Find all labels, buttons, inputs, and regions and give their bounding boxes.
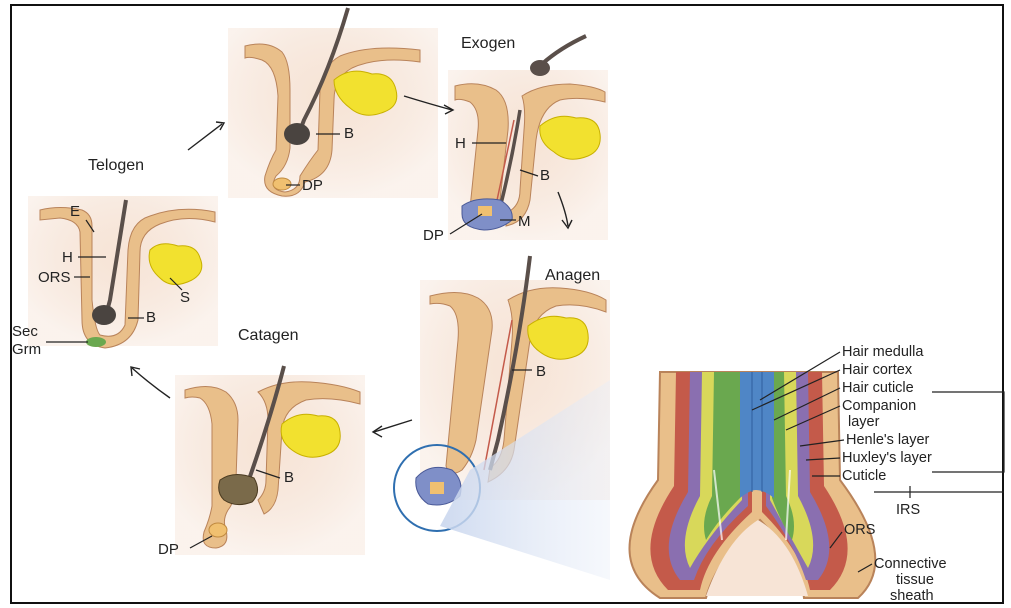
label-dp-top: DP (302, 177, 323, 194)
layer-label-irs: IRS (896, 502, 920, 518)
layer-label-hair-cortex: Hair cortex (842, 362, 913, 378)
layer-label-hair-medulla: Hair medulla (842, 344, 924, 360)
label-m: M (518, 213, 531, 230)
stage-telogen-title: Telogen (88, 157, 144, 174)
label-b-anagen: B (536, 363, 546, 380)
layer-label-tissue: tissue (896, 572, 934, 588)
telogen-top-follicle (228, 8, 438, 198)
label-dp-catagen: DP (158, 541, 179, 558)
label-b-catagen: B (284, 469, 294, 486)
label-s: S (180, 289, 190, 306)
stage-anagen-title: Anagen (545, 267, 600, 284)
layer-label-henles: Henle's layer (846, 432, 930, 448)
label-sec: Sec (12, 323, 38, 340)
label-b-left: B (146, 309, 156, 326)
stage-exogen-title: Exogen (461, 35, 515, 52)
layer-label-hair-cuticle: Hair cuticle (842, 380, 914, 396)
layer-label-companion: Companion (842, 398, 916, 414)
label-e: E (70, 203, 80, 220)
layer-label-cuticle: Cuticle (842, 468, 886, 484)
label-ors-left: ORS (38, 269, 71, 286)
label-h-right: H (455, 135, 466, 152)
layer-label-huxleys: Huxley's layer (842, 450, 932, 466)
layer-label-connective: Connective (874, 556, 947, 572)
label-b-right: B (540, 167, 550, 184)
follicle-cross-section (629, 372, 875, 598)
catagen-follicle (175, 366, 365, 555)
layer-label-companion-layer: layer (848, 414, 880, 430)
stage-catagen-title: Catagen (238, 327, 299, 344)
early-anagen-follicle (448, 36, 608, 240)
label-dp-right: DP (423, 227, 444, 244)
label-grm: Grm (12, 341, 41, 358)
layer-label-ors: ORS (844, 522, 875, 538)
layer-label-sheath: sheath (890, 588, 934, 604)
label-b-top: B (344, 125, 354, 142)
label-h-left: H (62, 249, 73, 266)
